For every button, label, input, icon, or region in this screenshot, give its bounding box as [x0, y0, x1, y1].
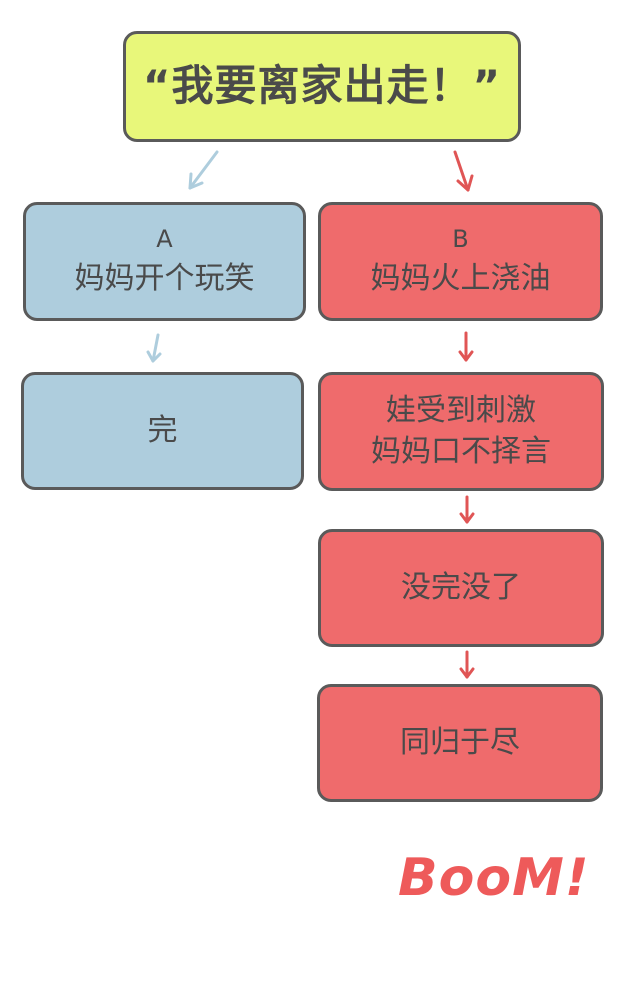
arrow-b3-to-b4	[459, 650, 475, 679]
branch-b-step4-text: 同归于尽	[400, 724, 520, 760]
branch-a-label: A	[156, 225, 173, 254]
boom-text: BooM!	[398, 848, 590, 908]
branch-a-box: A 妈妈开个玩笑	[23, 202, 306, 321]
branch-a-text: 妈妈开个玩笑	[74, 261, 255, 297]
branch-b-step2-box: 娃受到刺激 妈妈口不择言	[318, 372, 604, 491]
branch-b-step2-line2: 妈妈口不择言	[371, 433, 551, 469]
arrow-a-to-a2	[146, 333, 162, 363]
branch-b-step4-box: 同归于尽	[317, 684, 603, 802]
arrow-title-to-a	[188, 150, 219, 190]
branch-a-step2-text: 完	[147, 412, 178, 448]
branch-b-step3-box: 没完没了	[318, 529, 604, 647]
branch-a-step2-box: 完	[21, 372, 304, 490]
branch-b-text: 妈妈火上浇油	[370, 261, 551, 297]
branch-b-box: B 妈妈火上浇油	[318, 202, 603, 321]
arrow-b-to-b2	[458, 331, 474, 362]
title-box: “我要离家出走！”	[123, 31, 521, 142]
title-text: “我要离家出走！”	[142, 61, 502, 111]
branch-b-label: B	[452, 225, 469, 254]
branch-b-step3-text: 没完没了	[401, 569, 521, 605]
branch-b-step2-line1: 娃受到刺激	[386, 393, 536, 428]
arrow-b2-to-b3	[459, 495, 475, 524]
arrow-title-to-b	[453, 150, 474, 192]
